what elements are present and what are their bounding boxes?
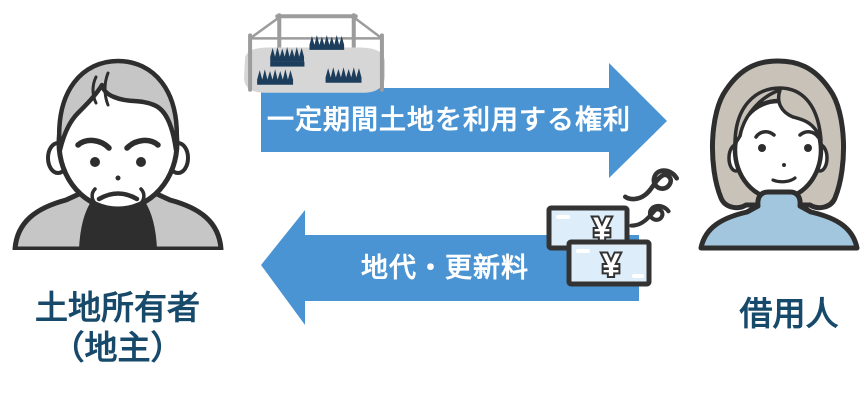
land-plot-icon [244,13,385,93]
banknote-back: ¥ [546,205,630,251]
borrower-figure [698,58,860,251]
landowner-hair [56,58,180,153]
landowner-label-line2: （地主） [51,329,184,366]
arrow-left-payment [261,210,639,325]
borrower-label: 借用人 [739,295,839,332]
yen-banknotes-icon: ¥ ¥ [546,205,652,287]
landowner-label-line1: 土地所有者 [35,289,200,326]
borrower-face [754,130,820,184]
yen-symbol: ¥ [602,247,620,283]
arrow-right-label: 一定期間土地を利用する権利 [267,105,631,135]
arrow-left-label: 地代・更新料 [361,253,529,283]
yen-symbol: ¥ [593,211,611,247]
borrower-fringe [733,86,823,146]
borrower-sweater [698,189,860,251]
motion-squiggle-icon [622,168,680,228]
landowner-figure [12,58,224,250]
landowner-label: 土地所有者 （地主） [5,288,230,368]
landowner-head [46,58,190,212]
grass-tufts [257,35,362,85]
banknote-front: ¥ [566,239,652,287]
